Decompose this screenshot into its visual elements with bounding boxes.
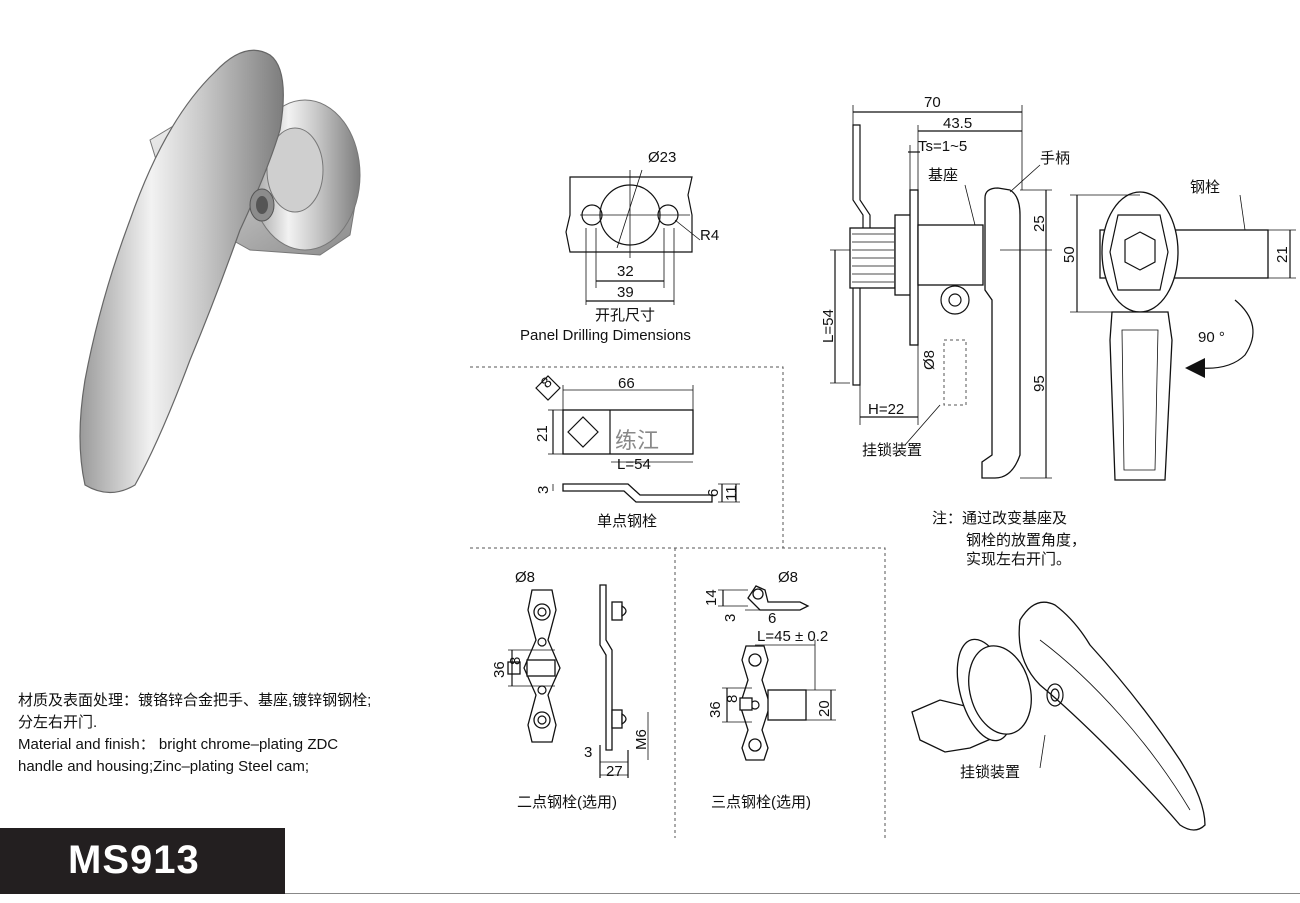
side-dim-d8: Ø8 [921, 350, 938, 370]
three-dim-6: 6 [768, 610, 776, 627]
front-angle: 90 ° [1198, 329, 1225, 346]
three-dim-l45: L=45 ± 0.2 [757, 628, 828, 645]
front-dim-50: 50 [1061, 246, 1078, 263]
drilling-title-zh: 开孔尺寸 [595, 307, 655, 324]
material-zh-line-1: 材质及表面处理：镀铬锌合金把手、基座,镀锌钢钢栓; [18, 692, 372, 709]
note-line-1: 注：通过改变基座及 [932, 510, 1067, 527]
single-dim-11: 11 [723, 485, 740, 501]
drilling-diameter: Ø23 [648, 149, 676, 166]
bottom-divider [285, 893, 1300, 894]
side-view-diagram [830, 105, 1052, 479]
model-banner [0, 828, 285, 894]
side-dim-43-5: 43.5 [943, 115, 972, 132]
single-dim-66: 66 [618, 375, 635, 392]
model-number: MS913 [68, 838, 200, 882]
two-dim-d8: Ø8 [515, 569, 535, 586]
side-label-handle: 手柄 [1040, 150, 1070, 167]
note-line-3: 实现左右开门。 [966, 551, 1071, 568]
side-dim-95: 95 [1031, 375, 1048, 392]
two-title: 二点钢栓(选用) [517, 794, 617, 811]
side-dim-ts: Ts=1~5 [918, 138, 967, 155]
material-zh-line-2: 分左右开门. [18, 714, 98, 731]
single-dim-l54: L=54 [617, 456, 651, 473]
product-photo [79, 49, 361, 494]
material-spec: 材质及表面处理：镀铬锌合金把手、基座,镀锌钢钢栓; 分左右开门. Materia… [18, 690, 438, 778]
iso-label-padlock: 挂锁装置 [960, 764, 1020, 781]
section-dividers [470, 366, 886, 838]
front-label-cam: 钢栓 [1190, 179, 1220, 196]
side-dim-l54: L=54 [820, 309, 837, 343]
three-dim-20: 20 [816, 700, 833, 717]
three-dim-14: 14 [703, 589, 720, 606]
side-label-padlock: 挂锁装置 [862, 442, 922, 459]
single-watermark: 练江 [615, 428, 659, 453]
drilling-width-outer: 39 [617, 284, 634, 301]
material-en-line-2: handle and housing;Zinc–plating Steel ca… [18, 758, 310, 775]
three-point-cam-diagram [718, 585, 836, 761]
three-dim-d8: Ø8 [778, 569, 798, 586]
drilling-width-inner: 32 [617, 263, 634, 280]
single-title: 单点钢栓 [597, 513, 657, 530]
side-dim-70: 70 [924, 94, 941, 111]
side-dim-h22: H=22 [868, 401, 904, 418]
two-dim-m6: M6 [633, 729, 650, 750]
two-point-cam-diagram [507, 584, 649, 778]
note-line-2: 钢栓的放置角度， [966, 532, 1086, 549]
panel-drilling-diagram [565, 169, 701, 305]
single-dim-6: 6 [705, 489, 722, 497]
single-dim-21: 21 [534, 425, 551, 442]
single-cam-diagram [535, 375, 740, 503]
single-dim-3: 3 [535, 486, 552, 494]
drilling-title-en: Panel Drilling Dimensions [520, 327, 691, 344]
three-title: 三点钢栓(选用) [711, 794, 811, 811]
side-dim-25: 25 [1031, 215, 1048, 232]
two-dim-27: 27 [606, 763, 623, 780]
material-en-line-1: Material and finish： bright chrome–plati… [18, 736, 339, 753]
front-view-diagram [1070, 191, 1296, 481]
three-dim-3: 3 [722, 614, 739, 622]
two-dim-36: 36 [491, 661, 508, 678]
drilling-radius: R4 [700, 227, 719, 244]
two-dim-3: 3 [584, 744, 592, 761]
front-dim-21: 21 [1274, 246, 1291, 263]
side-label-base: 基座 [928, 167, 958, 184]
iso-view-diagram [911, 601, 1206, 831]
two-dim-8: 8 [507, 657, 524, 665]
three-dim-36: 36 [707, 701, 724, 718]
three-dim-8: 8 [724, 695, 741, 703]
